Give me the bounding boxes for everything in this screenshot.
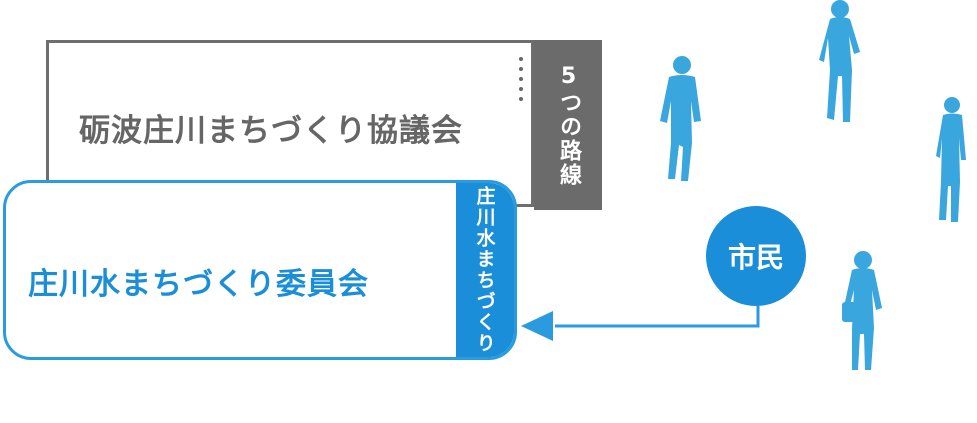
- citizens-label: 市民: [727, 241, 784, 274]
- person-icon: [936, 97, 966, 222]
- dots-decoration: [519, 57, 525, 107]
- person-icon: [660, 56, 701, 181]
- routes-tab-label: 5つの路線: [556, 63, 581, 187]
- connector-line: [555, 306, 760, 328]
- committee-tab: 庄川水まちづくり: [456, 183, 514, 357]
- committee-box: 庄川水まちづくり委員会 庄川水まちづくり: [3, 180, 517, 360]
- council-box: 砺波庄川まちづくり協議会: [46, 40, 534, 207]
- routes-tab: 5つの路線: [534, 40, 602, 210]
- connector-arrow: [521, 306, 760, 341]
- committee-tab-label: 庄川水まちづくり: [473, 186, 496, 354]
- committee-title: 庄川水まちづくり委員会: [28, 267, 369, 302]
- arrow-left-icon: [521, 311, 553, 341]
- person-icon: [819, 0, 860, 122]
- citizens-circle: 市民: [706, 206, 806, 306]
- council-title: 砺波庄川まちづくり協議会: [79, 113, 463, 149]
- person-icon: [842, 251, 882, 370]
